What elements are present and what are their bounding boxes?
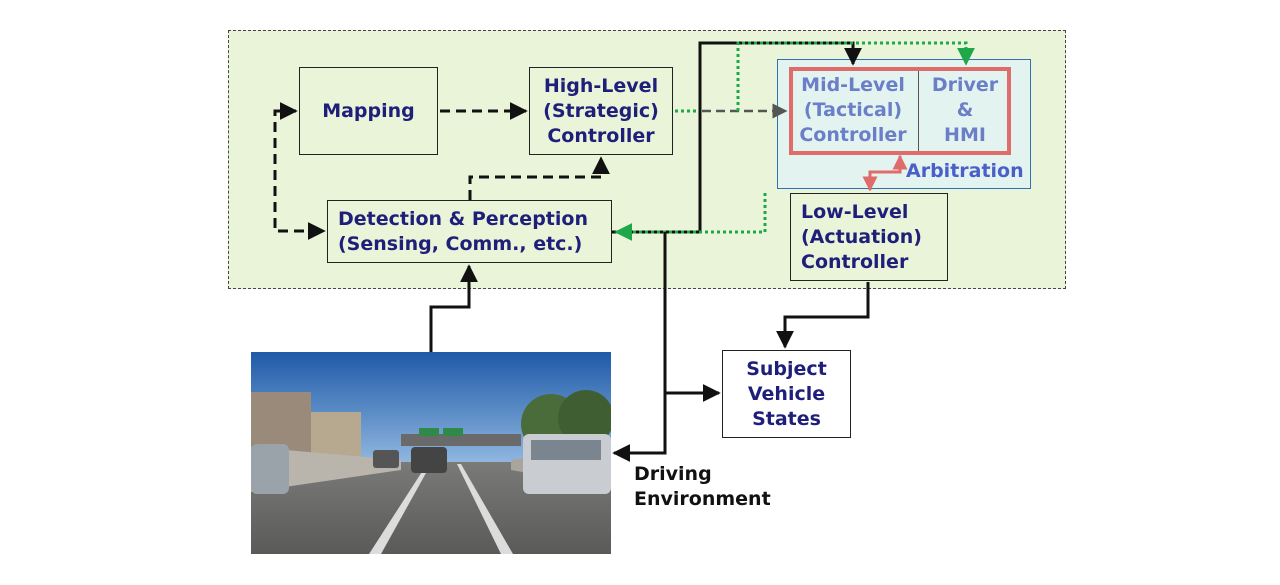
- environment-link: [612, 232, 721, 462]
- low-level-to-vehicle-states-arrow: [776, 282, 870, 349]
- detection-perception-label: Detection & Perception (Sensing, Comm., …: [338, 207, 588, 255]
- vehicle-states-label: Subject Vehicle States: [746, 357, 827, 430]
- photo-to-detection-arrow: [429, 264, 478, 352]
- vehicle-states-box: Subject Vehicle States: [722, 350, 851, 438]
- green-to-driver-hmi: [736, 41, 975, 111]
- low-level-controller-label: Low-Level (Actuation) Controller: [801, 200, 922, 273]
- mapping-detection-link: [273, 102, 326, 240]
- driving-environment-photo: [251, 352, 611, 554]
- mid-level-driver-group: [789, 67, 1011, 155]
- mapping-label: Mapping: [322, 99, 415, 122]
- detection-to-mid-level-solid-arrow: [612, 41, 862, 234]
- low-level-controller-box: Low-Level (Actuation) Controller: [790, 193, 948, 281]
- driver-hmi-label: Driver & HMI: [931, 74, 999, 146]
- driving-environment-label: Driving Environment: [634, 463, 771, 510]
- green-feedback-to-detection: [614, 193, 767, 241]
- arbitration-label: Arbitration: [906, 160, 1024, 182]
- mid-level-controller-label: Mid-Level (Tactical) Controller: [799, 74, 907, 146]
- mid-driver-divider: [918, 71, 919, 151]
- arbitration-to-low-level-arrow: [862, 154, 908, 192]
- detection-perception-box: Detection & Perception (Sensing, Comm., …: [327, 200, 612, 263]
- high-level-controller-box: High-Level (Strategic) Controller: [529, 67, 673, 155]
- high-level-controller-label: High-Level (Strategic) Controller: [543, 74, 659, 147]
- detection-to-high-level-arrow: [468, 156, 610, 200]
